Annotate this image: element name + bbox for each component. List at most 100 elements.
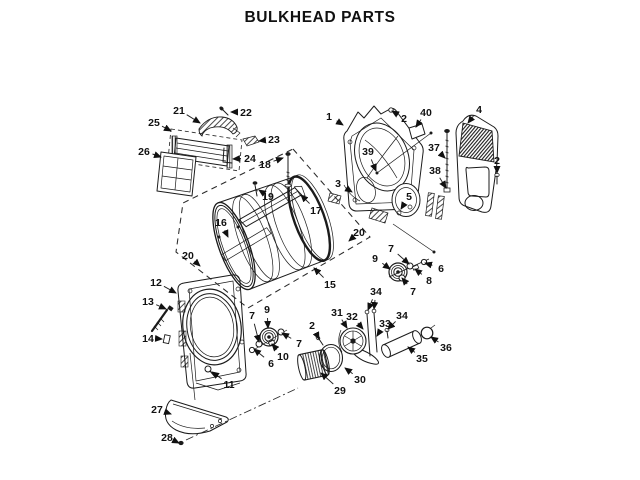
callout-label-17: 17: [310, 205, 322, 217]
callout-label-7: 7: [249, 310, 255, 322]
callout-label-13: 13: [142, 296, 154, 308]
callout-arrow: [415, 119, 423, 128]
callout-arrow: [348, 233, 357, 242]
callout-arrow: [264, 317, 272, 329]
callout-arrow: [376, 328, 384, 337]
callout-label-6: 6: [268, 358, 274, 370]
callout-arrow: [253, 323, 261, 343]
callout-label-9: 9: [264, 304, 270, 316]
callout-arrow: [320, 372, 334, 385]
callout-arrow: [281, 332, 292, 340]
reference-dot: [432, 250, 436, 254]
callout-label-5: 5: [406, 191, 412, 203]
callout-label-20: 20: [182, 250, 194, 262]
callout-label-30: 30: [354, 374, 366, 386]
blower-assembly: [297, 308, 437, 381]
callout-label-6: 6: [438, 263, 444, 275]
heater-assembly: [156, 106, 260, 197]
callout-arrow: [439, 177, 447, 189]
callout-arrow: [273, 156, 284, 164]
callout-arrow: [335, 118, 344, 126]
callout-label-28: 28: [161, 432, 173, 444]
callout-label-4: 4: [476, 104, 482, 116]
reference-dot: [375, 171, 379, 175]
callout-label-10: 10: [277, 351, 289, 363]
callout-arrow: [271, 343, 280, 352]
callout-arrow: [371, 299, 379, 310]
callout-label-21: 21: [173, 105, 185, 117]
callout-label-27: 27: [151, 404, 163, 416]
callout-label-37: 37: [428, 142, 440, 154]
callout-label-3: 3: [335, 178, 341, 190]
callout-arrow: [161, 124, 172, 132]
callout-arrow: [397, 253, 410, 265]
callout-label-22: 22: [240, 107, 252, 119]
callout-label-12: 12: [150, 277, 162, 289]
callout-arrow: [414, 268, 423, 277]
callout-arrow: [211, 371, 222, 380]
callout-arrow: [391, 110, 400, 118]
page-title: BULKHEAD PARTS: [244, 9, 396, 26]
callout-arrow: [387, 321, 396, 330]
callout-label-26: 26: [138, 146, 150, 158]
callout-label-11: 11: [223, 379, 234, 391]
callout-label-1: 1: [326, 111, 332, 123]
callout-label-34: 34: [396, 310, 408, 322]
callout-label-2: 2: [401, 113, 407, 125]
callout-label-33: 33: [379, 318, 391, 330]
callout-label-32: 32: [346, 311, 358, 323]
callout-arrow: [163, 285, 177, 294]
callout-label-7: 7: [388, 243, 394, 255]
callout-label-38: 38: [429, 165, 441, 177]
callout-arrow: [367, 299, 374, 311]
callout-label-31: 31: [331, 307, 343, 319]
drum-assembly: [212, 174, 334, 291]
lower-duct: [165, 387, 299, 446]
callout-arrow: [382, 262, 391, 270]
callout-arrow: [152, 151, 162, 158]
callout-label-19: 19: [262, 191, 274, 203]
callout-arrow: [156, 302, 167, 310]
callout-label-34: 34: [370, 286, 382, 298]
callout-arrow: [258, 189, 267, 197]
callout-arrow: [400, 201, 408, 210]
callout-label-24: 24: [244, 153, 256, 165]
callout-label-14: 14: [142, 333, 154, 345]
callout-label-36: 36: [440, 342, 452, 354]
callout-label-18: 18: [259, 159, 271, 171]
callout-arrow: [430, 336, 439, 344]
callout-label-39: 39: [362, 146, 374, 158]
callout-arrow: [232, 155, 242, 163]
callout-arrow: [163, 408, 172, 415]
fasteners: [252, 107, 500, 197]
callout-label-15: 15: [324, 279, 336, 291]
callout-arrow: [407, 346, 416, 355]
callout-arrow: [300, 194, 310, 204]
callout-arrow: [370, 159, 377, 172]
callout-arrow: [253, 348, 265, 358]
callout-label-20: 20: [353, 227, 365, 239]
callout-label-35: 35: [416, 353, 428, 365]
callout-label-29: 29: [334, 385, 346, 397]
callout-label-16: 16: [215, 217, 227, 229]
callout-arrow: [401, 277, 410, 286]
callout-label-40: 40: [420, 107, 432, 119]
callout-label-9: 9: [372, 253, 378, 265]
callout-arrow: [344, 185, 353, 193]
callout-label-2: 2: [309, 320, 315, 332]
callout-arrow: [221, 229, 229, 238]
callout-label-2: 2: [494, 155, 500, 167]
reference-dot: [236, 225, 240, 229]
exploded-boundary-dashed: [175, 148, 371, 309]
front-bulkhead: [150, 274, 247, 401]
callout-arrow: [312, 331, 320, 340]
reference-dot: [429, 131, 433, 135]
rear-bulkhead: [327, 105, 445, 253]
callout-arrow: [192, 258, 201, 267]
callout-arrow: [313, 267, 324, 278]
callout-arrow: [424, 261, 433, 269]
callout-label-8: 8: [426, 275, 432, 287]
